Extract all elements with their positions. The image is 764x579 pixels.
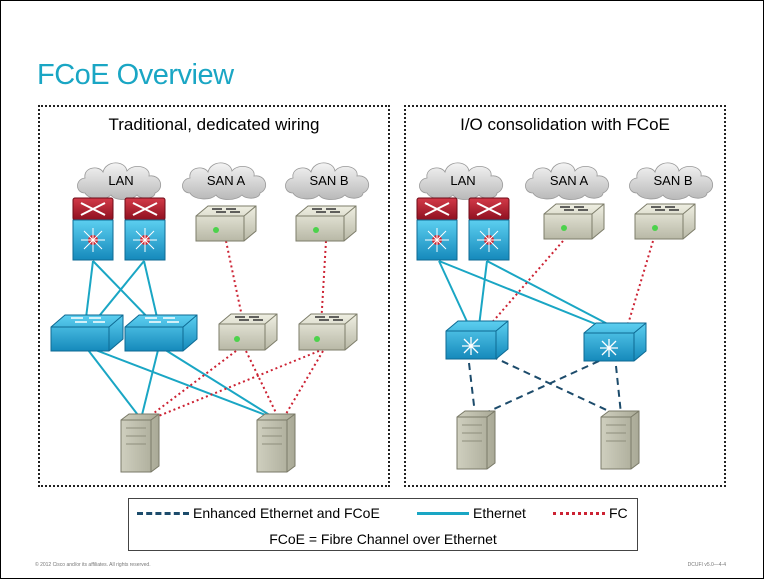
link (490, 355, 616, 415)
legend-item-fc: FC (553, 505, 628, 521)
cloud-label: LAN (108, 173, 133, 188)
san-a-core-switch-left (195, 205, 257, 242)
legend-swatch-dotted (553, 511, 605, 515)
link (140, 345, 160, 420)
panel-consolidation: I/O consolidation with FCoE (404, 105, 726, 487)
link (320, 240, 327, 327)
link (438, 260, 614, 332)
legend-label: Enhanced Ethernet and FCoE (193, 505, 380, 521)
cloud-san-b-left: SAN B (285, 162, 370, 200)
cloud-san-a-right: SAN A (525, 162, 610, 200)
cloud-lan-right: LAN (419, 162, 504, 200)
legend-item-ethernet: Ethernet (417, 505, 526, 521)
cloud-label: SAN B (309, 173, 348, 188)
slide-title: FCoE Overview (37, 59, 234, 91)
san-b-core-switch-right (634, 203, 696, 240)
fc-edge-switch-1-left (218, 313, 278, 351)
right-ethernet-links (438, 260, 622, 332)
cloud-san-b-right: SAN B (629, 162, 714, 200)
link (438, 260, 470, 327)
link (150, 350, 320, 420)
san-a-core-switch-right (543, 203, 605, 240)
legend-item-fcoe: Enhanced Ethernet and FCoE (137, 505, 380, 521)
san-b-core-switch-left (295, 205, 357, 242)
link (145, 350, 237, 420)
fcoe-switch-2-right (583, 322, 647, 362)
link (225, 240, 245, 327)
legend-label: FC (609, 505, 628, 521)
link (478, 260, 488, 327)
link (482, 360, 600, 415)
legend-swatch-solid (417, 511, 469, 515)
lan-core-switch-1-left (72, 197, 114, 261)
link (468, 362, 476, 415)
right-fc-links (488, 240, 654, 332)
cloud-lan-left: LAN (77, 162, 162, 200)
fc-edge-switch-2-left (298, 313, 358, 351)
link (486, 260, 622, 332)
lan-core-switch-2-left (124, 197, 166, 261)
panel-title-consolidation: I/O consolidation with FCoE (460, 115, 670, 134)
fcoe-switch-1-right (445, 320, 509, 360)
panel-title-traditional: Traditional, dedicated wiring (108, 115, 320, 134)
server-2-right (600, 410, 640, 470)
link (158, 345, 277, 420)
link (282, 350, 324, 420)
cloud-label: SAN A (207, 173, 246, 188)
link (84, 345, 277, 420)
panel-traditional: Traditional, dedicated wiring (38, 105, 390, 487)
server-1-left (120, 413, 160, 473)
link (488, 240, 564, 327)
cloud-label: SAN A (550, 173, 589, 188)
right-fcoe-links (468, 355, 622, 415)
legend-swatch-dashed (137, 511, 189, 515)
lan-core-switch-2-right (468, 197, 510, 261)
link (625, 240, 654, 332)
legend: Enhanced Ethernet and FCoE Ethernet FC F… (128, 498, 638, 551)
cloud-label: SAN B (653, 173, 692, 188)
ethernet-access-switch-2-left (124, 314, 198, 352)
left-fc-links (145, 240, 327, 420)
ethernet-access-switch-1-left (50, 314, 124, 352)
legend-label: Ethernet (473, 505, 526, 521)
cloud-san-a-left: SAN A (182, 162, 267, 200)
cloud-label: LAN (450, 173, 475, 188)
server-2-left (256, 413, 296, 473)
link (615, 365, 622, 415)
footer-course-code: DCUFI v5.0—4-4 (687, 562, 726, 568)
lan-core-switch-1-right (416, 197, 458, 261)
server-1-right (456, 410, 496, 470)
legend-definition: FCoE = Fibre Channel over Ethernet (269, 531, 497, 547)
footer-copyright: © 2012 Cisco and/or its affiliates. All … (35, 562, 151, 568)
link (84, 345, 142, 420)
